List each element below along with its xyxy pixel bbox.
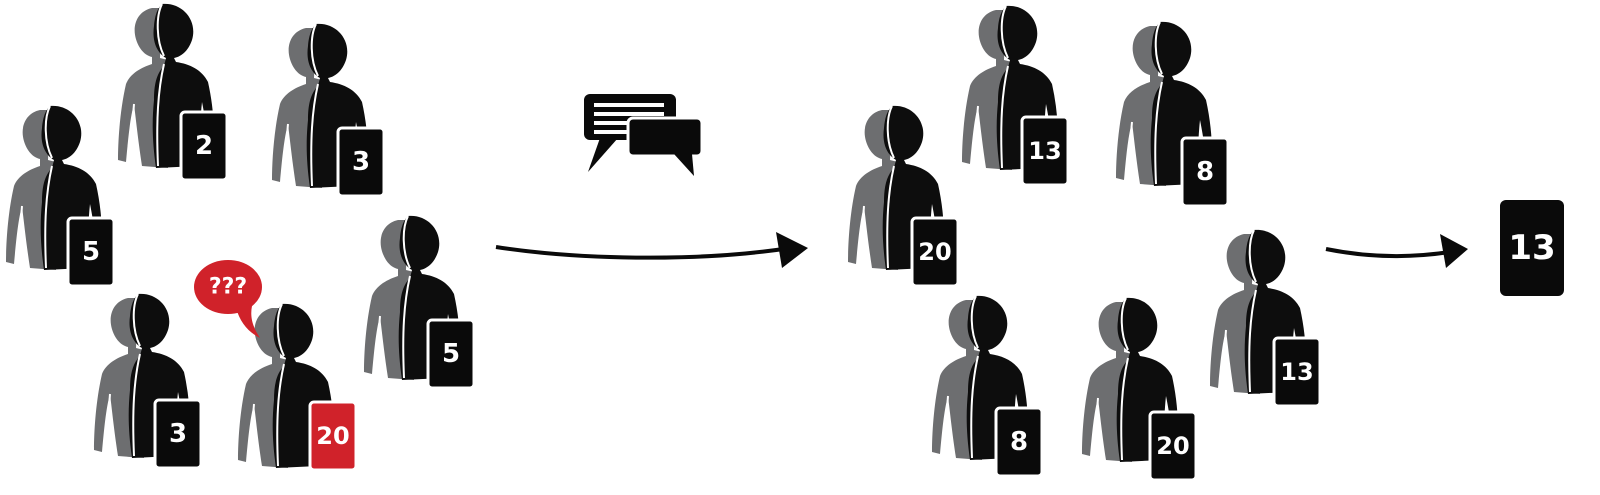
confused-speech-bubble: ??? [194,260,262,338]
card-label: 13 [1028,137,1061,165]
chat-bubbles-icon [584,94,704,176]
card-shape [66,216,116,288]
after-person: 20 [1081,296,1198,482]
after-estimate-card: 13 [1020,115,1070,187]
after-person: 13 [1209,228,1322,408]
card-label: 8 [1196,157,1214,187]
card-shape [153,398,203,470]
card-shape [336,126,386,198]
card-shape [910,216,960,288]
before-estimate-card: 5 [426,318,476,390]
card-shape [1020,115,1070,187]
after-person: 20 [847,104,960,288]
card-label: 13 [1280,358,1313,386]
after-estimate-card: 20 [910,216,960,288]
before-person: 2 [117,2,229,182]
bubble-tail [236,306,260,338]
before-person: 20 [237,302,358,472]
arrow-right-icon [495,232,808,268]
card-label: 5 [82,237,100,267]
before-person: 3 [271,22,386,198]
card-shape [1148,410,1198,482]
after-estimate-card: 20 [1148,410,1198,482]
after-discussion-group: 13 8 20 13 8 20 [847,4,1322,482]
after-person: 8 [1115,20,1230,208]
before-person: 5 [363,214,476,390]
after-estimate-card: 13 [1272,336,1322,408]
before-estimate-card: 5 [66,216,116,288]
card-label: 20 [1156,432,1189,460]
before-discussion-group: 2 3 5 5 3 20??? [5,2,476,472]
before-estimate-card: 3 [336,126,386,198]
after-person: 8 [931,294,1044,478]
after-estimate-card: 8 [1180,136,1230,208]
before-estimate-card: 2 [179,110,229,182]
card-shape [179,110,229,182]
before-person: 3 [93,292,203,470]
bubble-label: ??? [209,275,247,300]
card-label: 2 [195,131,213,161]
arrow-right-icon [1325,234,1468,268]
card-shape [1180,136,1230,208]
card-label: 3 [169,419,187,449]
card-shape [308,400,358,472]
card-label: 20 [316,422,349,450]
before-person: 5 [5,104,116,288]
card-label: 20 [918,238,951,266]
card-shape [994,406,1044,478]
after-estimate-card: 8 [994,406,1044,478]
result-card: 13 [1500,200,1564,296]
card-shape [1272,336,1322,408]
card-shape [426,318,476,390]
bubble-shape [194,260,262,314]
after-person: 13 [961,4,1070,187]
card-label: 5 [442,339,460,369]
before-estimate-card: 3 [153,398,203,470]
before-estimate-card: 20 [308,400,358,472]
result-card-label: 13 [1508,228,1555,268]
card-label: 3 [352,147,370,177]
card-label: 8 [1010,427,1028,457]
